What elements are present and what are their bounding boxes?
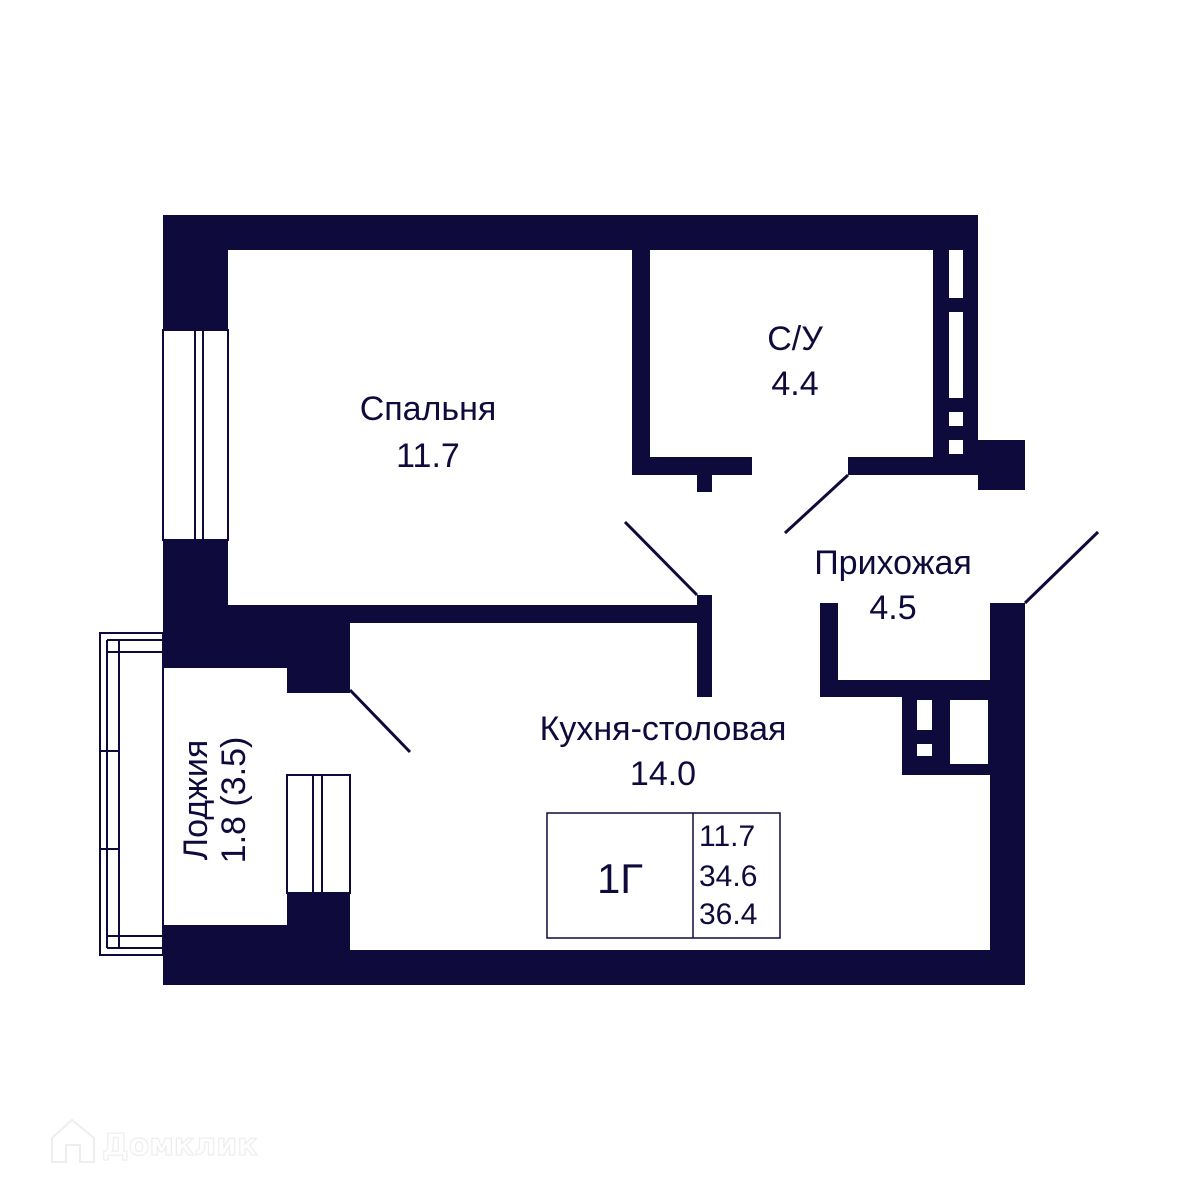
right-wall	[990, 603, 1025, 985]
hallway-name: Прихожая	[814, 544, 972, 582]
kitchen-partition	[697, 595, 712, 697]
bathroom-door	[783, 473, 850, 535]
apartment-type: 1Г	[597, 855, 643, 902]
living-area: 11.7	[699, 820, 755, 853]
house-logo-icon	[51, 1118, 95, 1163]
loggia-door	[348, 688, 412, 754]
door-swings	[348, 473, 1100, 754]
hall-left-wall	[820, 603, 838, 697]
bedroom-window	[162, 329, 229, 541]
right-pier	[978, 440, 1025, 490]
bathroom-bottom-wall-left	[632, 457, 752, 475]
top-wall	[163, 215, 978, 250]
bathroom-bottom-wall-right	[848, 457, 978, 475]
bedroom-area: 11.7	[396, 437, 460, 475]
watermark: Домклик	[51, 1118, 258, 1164]
total-area: 34.6	[699, 860, 757, 893]
bottom-wall	[163, 950, 1025, 985]
hall-bottom-wall	[820, 680, 990, 697]
total-with-loggia: 36.4	[699, 898, 757, 931]
bedroom-name: Спальня	[360, 390, 497, 428]
bedroom-door	[623, 520, 699, 597]
hallway-area: 4.5	[869, 589, 916, 627]
entrance-door	[1023, 530, 1100, 605]
loggia-name: Лоджия	[177, 740, 215, 860]
bedroom-bathroom-partition	[632, 250, 650, 475]
kitchen-area: 14.0	[630, 755, 696, 793]
bedroom-bottom-wall	[228, 605, 705, 623]
loggia-glazing	[99, 632, 164, 956]
shafts	[917, 250, 988, 764]
watermark-text: Домклик	[102, 1128, 258, 1163]
bathroom-name: С/У	[767, 320, 823, 358]
loggia-top-pier	[287, 622, 350, 693]
info-box: 1Г 11.7 34.6 36.4	[546, 812, 781, 939]
bathroom-area: 4.4	[771, 365, 818, 403]
walls	[163, 215, 1025, 985]
loggia-area: 1.8 (3.5)	[215, 737, 253, 864]
kitchen-name: Кухня-столовая	[540, 710, 787, 748]
wall-stub	[697, 475, 712, 492]
loggia-window	[286, 774, 351, 894]
